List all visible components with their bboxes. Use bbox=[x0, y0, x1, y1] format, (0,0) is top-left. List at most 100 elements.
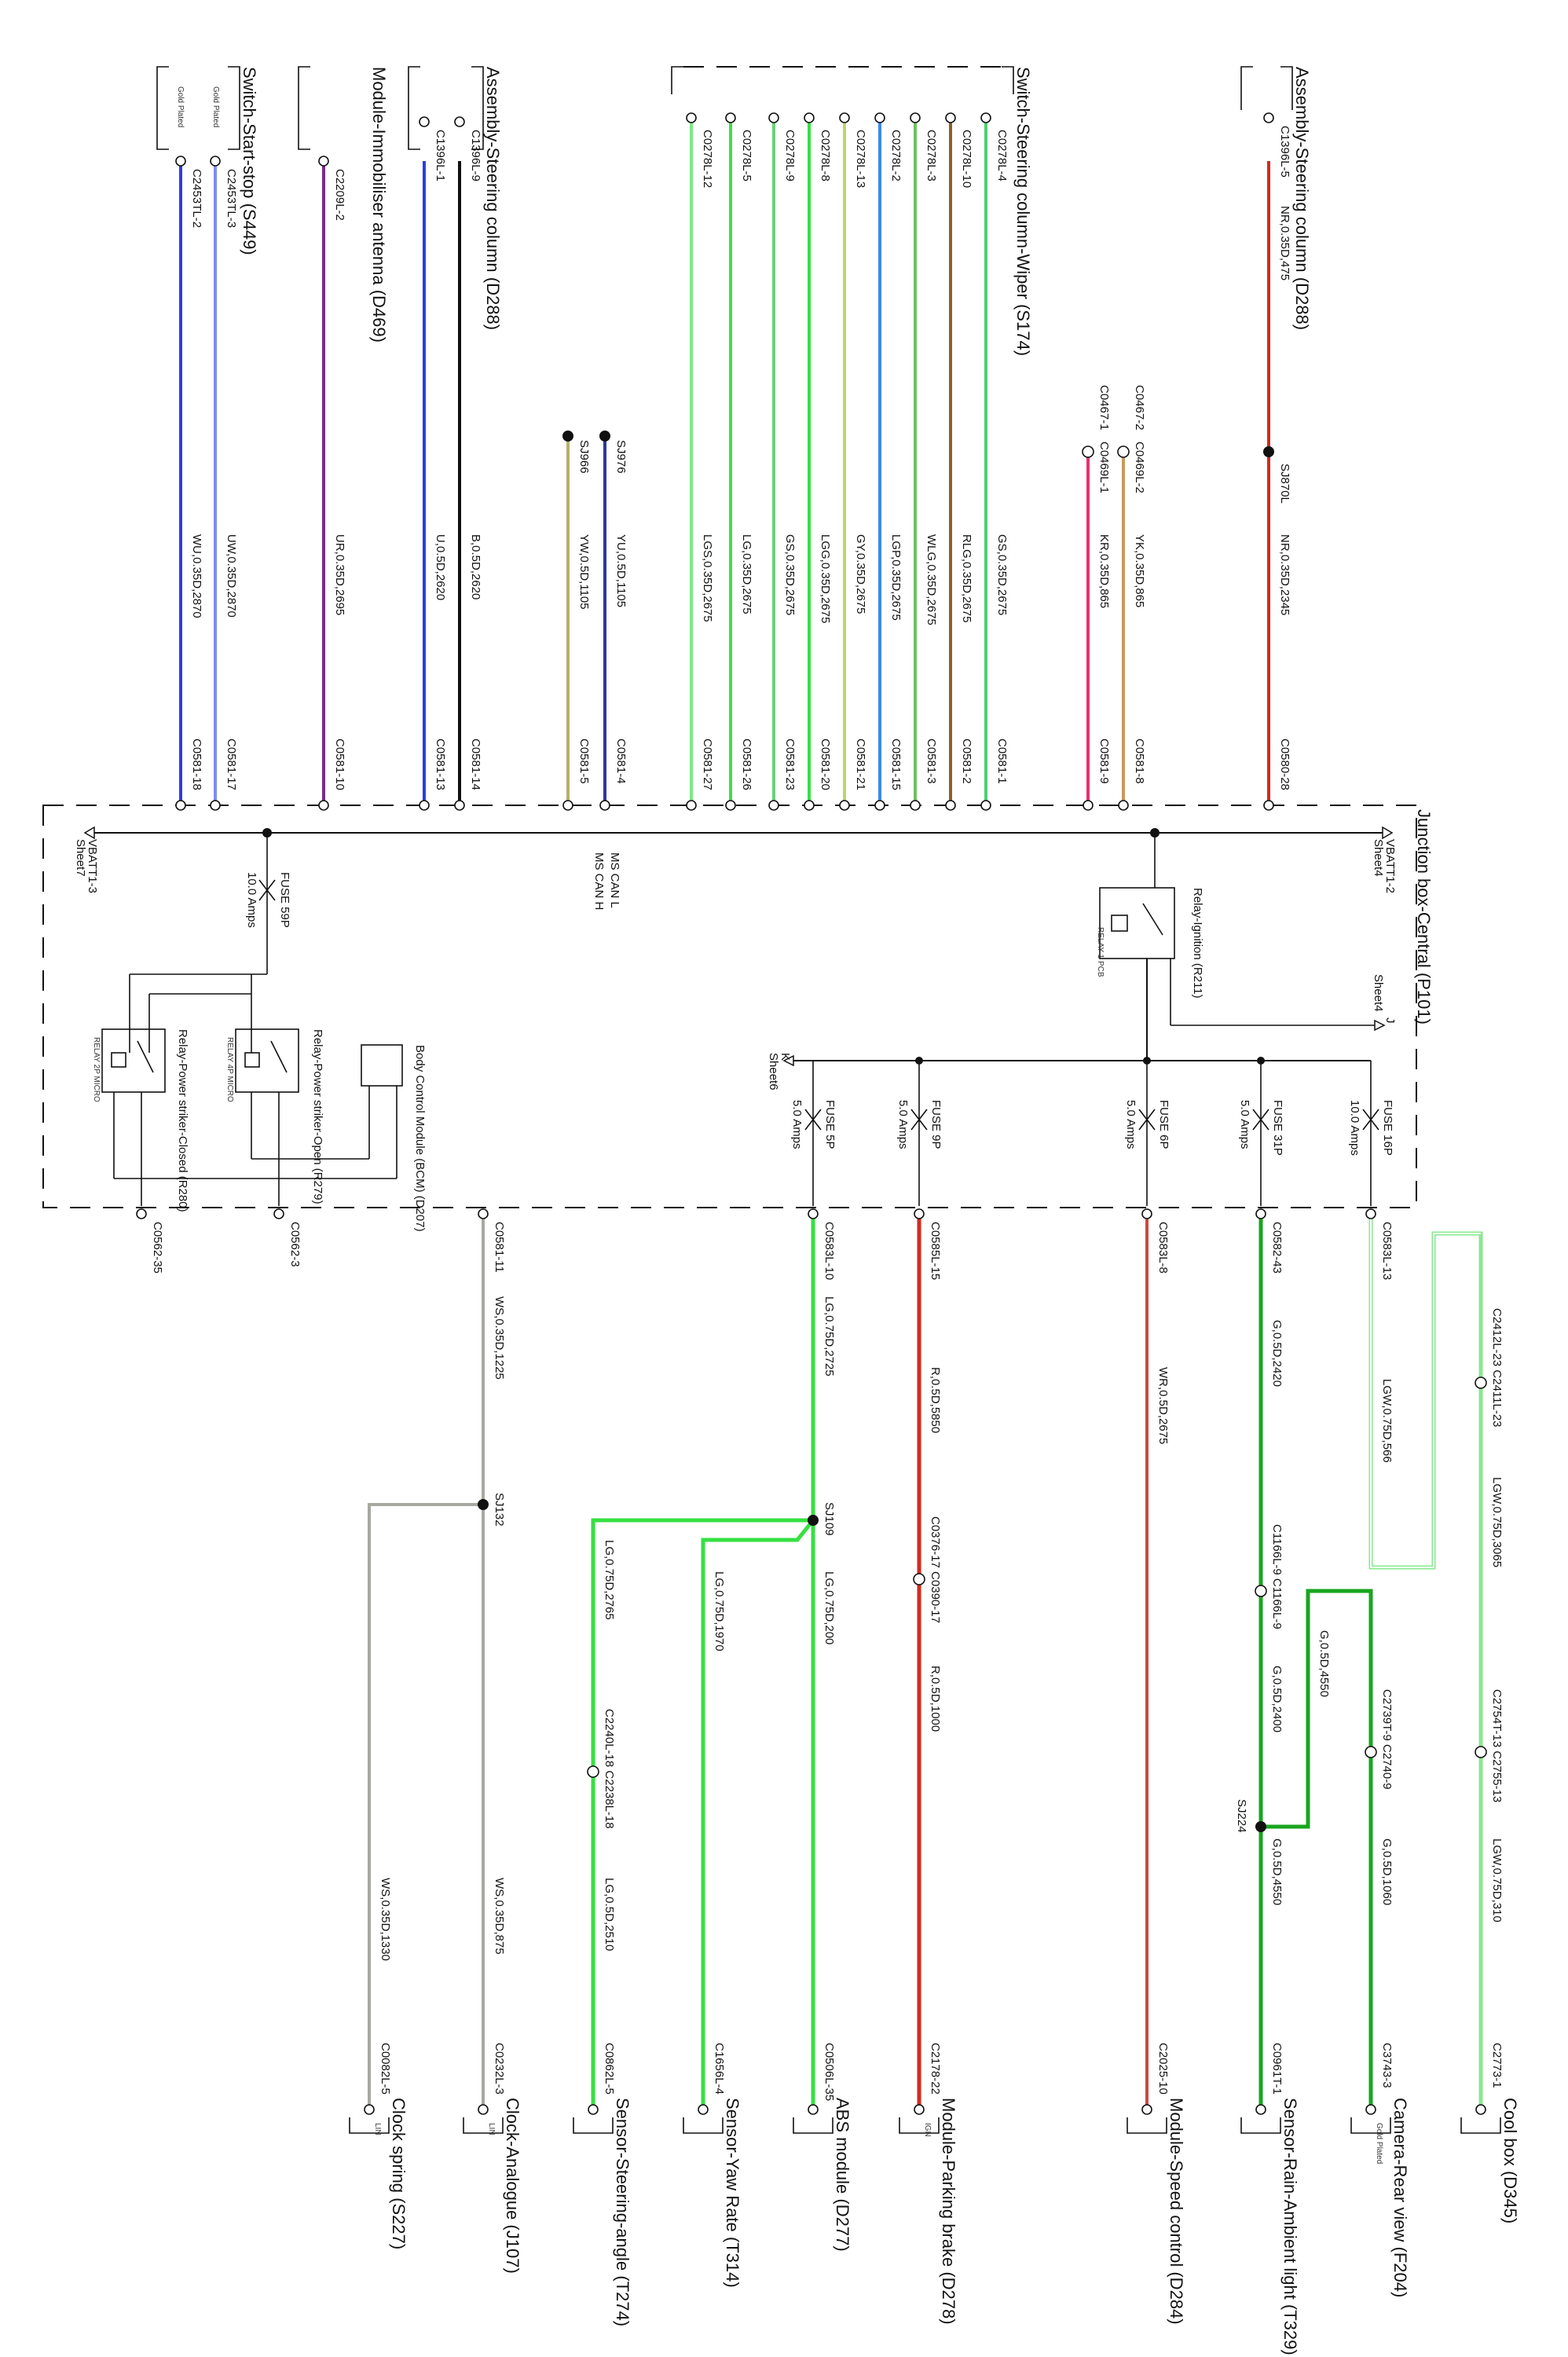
wiper-jb-label: C0581-1 bbox=[995, 739, 1009, 784]
camera-rear-note: Gold Plated bbox=[1375, 2123, 1383, 2164]
cb-wire3: LGW,0.75D,310 bbox=[1490, 1838, 1504, 1923]
c0469l-2-connector bbox=[1117, 445, 1130, 458]
wiper-jb-label: C0581-21 bbox=[854, 739, 867, 790]
pb-wire1: R,0.5D,5850 bbox=[929, 1367, 942, 1433]
scr-jb: C0580-28 bbox=[1278, 739, 1291, 790]
fuse-59p-amps: 10.0 Amps bbox=[245, 872, 258, 928]
yaw-wire: LG,0.75D,1970 bbox=[713, 1571, 726, 1651]
rain-inline: C1166L-9 C1166L-9 bbox=[1270, 1524, 1284, 1629]
sc-jb1: C0581-14 bbox=[469, 739, 482, 790]
wiper-jb-label: C0581-27 bbox=[701, 739, 714, 790]
wiper-pin-label: C0278L-13 bbox=[854, 130, 867, 188]
can-wire1: YU,0.5D,1105 bbox=[614, 534, 628, 607]
junction-box-label: Junction box-Central (P101) bbox=[1414, 809, 1434, 1025]
fuse-31p-amps: 5.0 Amps bbox=[1238, 1100, 1251, 1149]
pb-pin: C2178-22 bbox=[929, 2043, 942, 2095]
j-sheet: Sheet4 bbox=[1372, 974, 1385, 1012]
wiper-jb-label: C0581-2 bbox=[960, 739, 973, 784]
c0467-1: C0467-1 bbox=[1097, 385, 1111, 431]
switch-start-stop-bracket bbox=[156, 66, 240, 150]
wiper-connector bbox=[874, 112, 885, 123]
sj224-label: SJ224 bbox=[1235, 1799, 1248, 1833]
bcm-label: Body Control Module (BCM) (D207) bbox=[413, 1045, 427, 1232]
relay-closed-contact bbox=[137, 1040, 154, 1073]
ws-wire2: WS,0.35D,875 bbox=[493, 1878, 506, 1955]
c0469-2: C0469L-2 bbox=[1133, 442, 1146, 493]
sc-pin1: C1396L-9 bbox=[469, 130, 482, 181]
wiper-connector bbox=[910, 800, 921, 811]
wiper-wire-label: LGP,0.35D,2675 bbox=[889, 534, 903, 621]
wiper-wire-label: WLG,0.35D,2675 bbox=[925, 534, 938, 625]
relay-open-box bbox=[235, 1028, 299, 1093]
sc-jb2: C0581-13 bbox=[434, 739, 447, 790]
sa-inline: C2240L-18 C2238L-18 bbox=[603, 1709, 616, 1829]
pb-inline: C0376-17 C0390-17 bbox=[929, 1516, 942, 1623]
relay-closed-sub: RELAY 2P MICRO bbox=[92, 1037, 101, 1102]
vbatt-3-arrow bbox=[83, 826, 95, 840]
cam-inline: C2739T-9 C2740-9 bbox=[1380, 1689, 1394, 1790]
k-arrow bbox=[782, 1054, 794, 1067]
relay-closed-box bbox=[101, 1028, 166, 1093]
wiper-connector bbox=[804, 112, 815, 123]
wiper-connector bbox=[910, 112, 921, 123]
relay-ignition-box bbox=[1099, 887, 1175, 959]
k-label: K bbox=[779, 1053, 792, 1061]
cb-wire2: LGW,0.75D,3065 bbox=[1490, 1477, 1504, 1567]
k-sheet: Sheet6 bbox=[767, 1053, 780, 1091]
sa-inline-connector bbox=[587, 1765, 599, 1778]
bcm-box bbox=[361, 1044, 403, 1087]
wiper-pin-label: C0278L-2 bbox=[889, 130, 903, 181]
fuse-6p-label: FUSE 6P bbox=[1157, 1100, 1171, 1149]
switch-start-stop-note1: Gold Plated bbox=[211, 86, 220, 127]
wiper-jb-label: C0581-20 bbox=[819, 739, 832, 790]
wire-lgw-566-core bbox=[1370, 1214, 1481, 1568]
wiper-connector bbox=[804, 800, 815, 811]
wiper-connector bbox=[839, 800, 850, 811]
j-arrow bbox=[1374, 1019, 1386, 1032]
steering-col-left-label: Assembly-Steering column (D288) bbox=[483, 67, 503, 330]
clock-spring-tag: LIN bbox=[373, 2123, 382, 2135]
sj109-label: SJ109 bbox=[822, 1502, 836, 1536]
sj976-splice bbox=[599, 431, 610, 442]
can-jb2: C0581-5 bbox=[577, 739, 591, 784]
cam-wire: G,0.5D,1060 bbox=[1380, 1838, 1394, 1905]
kr-wire: KR,0.35D,865 bbox=[1097, 534, 1111, 608]
immobiliser-label: Module-Immobiliser antenna (D469) bbox=[369, 67, 389, 343]
wiper-switch-label: Switch-Steering column-Wiper (S174) bbox=[1013, 67, 1033, 356]
wiper-connector bbox=[768, 112, 779, 123]
j-label: J bbox=[1383, 1017, 1397, 1024]
ws-wire1: WS,0.35D,1225 bbox=[493, 1296, 506, 1380]
sa-pin: C0862L-5 bbox=[603, 2043, 616, 2095]
fuse-5p-label: FUSE 5P bbox=[823, 1100, 837, 1149]
fuse-59p-label: FUSE 59P bbox=[278, 872, 291, 928]
wiper-wire-label: LGS,0.35D,2675 bbox=[701, 534, 714, 622]
wiper-pin-label: C0278L-9 bbox=[783, 130, 797, 181]
steering-col-right-label: Assembly-Steering column (D288) bbox=[1292, 67, 1312, 330]
scr-pin: C1396L-5 bbox=[1278, 126, 1291, 178]
spd-jb: C0583L-8 bbox=[1156, 1222, 1170, 1274]
rain-wire4: G,0.5D,4550 bbox=[1317, 1630, 1331, 1697]
wiper-connector bbox=[874, 800, 885, 811]
ss-pin2: C2453TL-2 bbox=[190, 169, 203, 228]
imm-jb: C0581-10 bbox=[333, 739, 346, 790]
wiper-connector bbox=[980, 800, 991, 811]
wiper-wire-label: LGG,0.35D,2675 bbox=[819, 534, 832, 623]
clock-spring-label: Clock spring (S227) bbox=[389, 2098, 408, 2249]
wiper-connector bbox=[980, 112, 991, 123]
ws-wire3: WS,0.35D,1330 bbox=[379, 1878, 392, 1961]
steering-angle-label: Sensor-Steering-angle (T274) bbox=[613, 2098, 632, 2326]
junction-box-boundary bbox=[42, 805, 1417, 1208]
scr-wire-top: NR,0.35D,475 bbox=[1278, 206, 1291, 280]
switch-start-stop-note2: Gold Plated bbox=[176, 86, 185, 127]
c0581-8: C0581-8 bbox=[1133, 739, 1146, 784]
relay-closed-label: Relay-Power striker-Closed (R280) bbox=[176, 1029, 189, 1212]
vbatt-3-label: VBATT1-3 bbox=[86, 839, 99, 893]
wiper-jb-label: C0581-26 bbox=[740, 739, 753, 790]
wiper-wire-label: GS,0.35D,2675 bbox=[783, 534, 797, 615]
vbatt-2-label: VBATT1-2 bbox=[1383, 839, 1397, 893]
pb-inline-connector bbox=[913, 1573, 925, 1585]
c0581-9: C0581-9 bbox=[1097, 739, 1111, 784]
ss-jb2: C0581-18 bbox=[190, 739, 203, 790]
cb-inline2: C2754T-13 C2755-13 bbox=[1490, 1689, 1504, 1802]
